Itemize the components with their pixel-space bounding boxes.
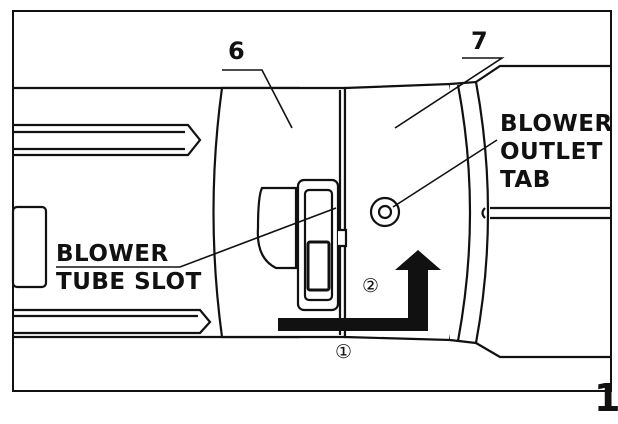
rotation-arrow [278,250,441,331]
blower-outlet-tab-line-1: BLOWER [500,111,613,137]
sleeve-part-7 [343,80,490,345]
blower-tube-slot-line-2: TUBE SLOT [56,269,202,295]
part-number-6: 6 [228,37,245,65]
blower-tube-slot-line-1: BLOWER [56,241,169,267]
blower-tube-slot [256,178,348,312]
right-tube-body [475,64,611,359]
blower-outlet-tab-line-3: TAB [500,167,551,193]
step-1-marker: ① [335,341,353,363]
step-2-marker: ② [362,275,380,297]
blower-outlet-tab-line-2: OUTLET [500,139,603,165]
blower-tube-slot-label: BLOWER TUBE SLOT [56,240,202,296]
blower-outlet-tab-label: BLOWER OUTLET TAB [500,110,613,194]
blower-outlet-tab [369,196,401,228]
part-number-7: 7 [471,27,488,55]
leader-lines [56,57,505,268]
figure-number: 1 [594,376,618,420]
